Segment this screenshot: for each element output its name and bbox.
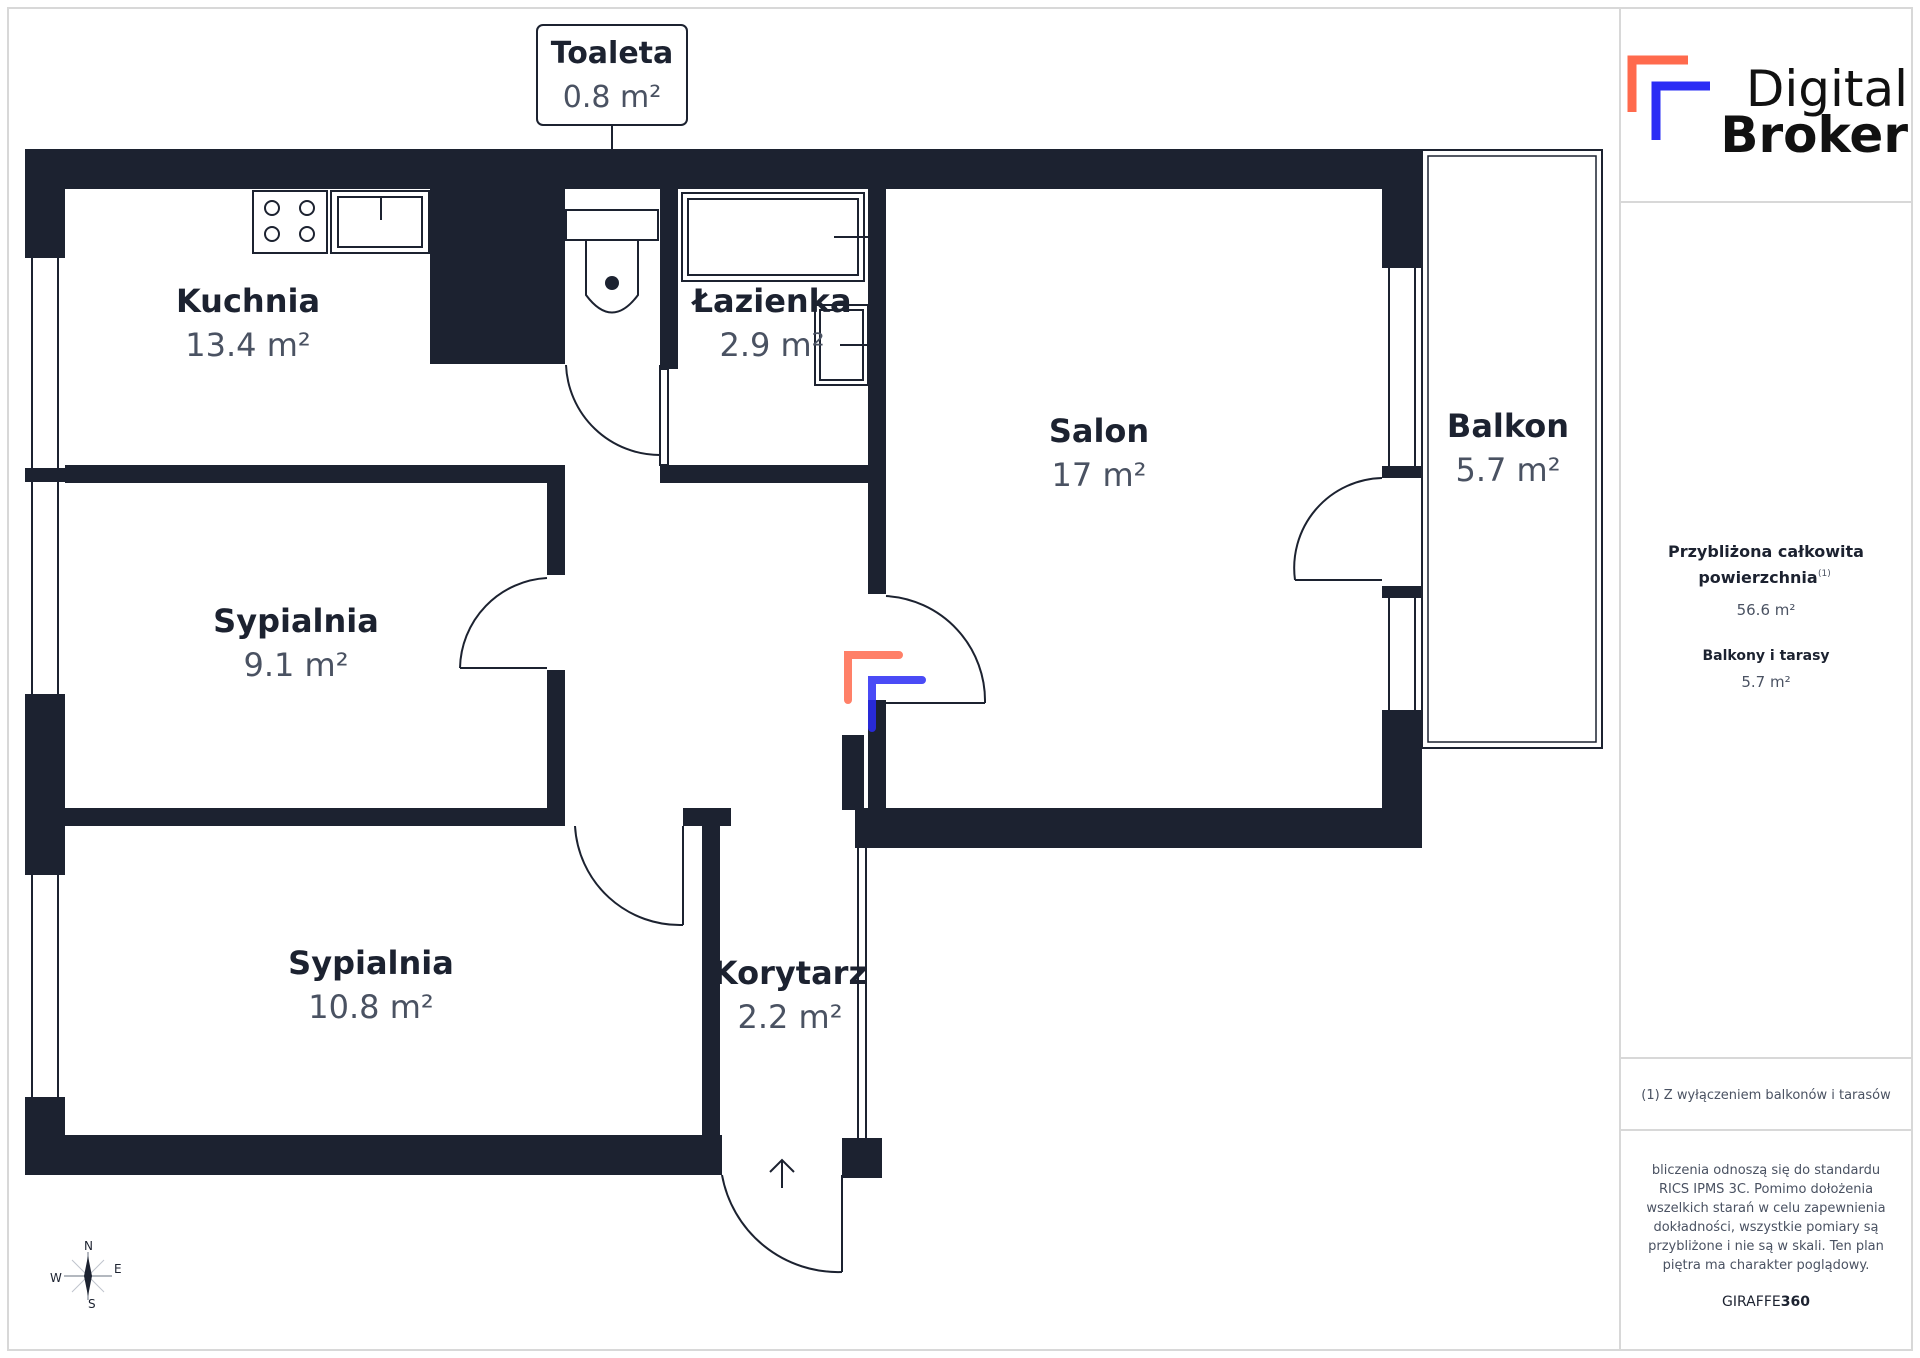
brand-line2: Broker [1720, 106, 1908, 164]
total-footnote-mark: (1) [1818, 569, 1831, 579]
total-label-2: powierzchnia [1698, 568, 1817, 587]
compass-icon: N E S W [50, 1239, 122, 1311]
entrance-arrow-icon [769, 1158, 795, 1188]
credit-prefix: GIRAFFE [1722, 1294, 1781, 1310]
kitchen-name: Kuchnia [176, 282, 320, 320]
compass-n: N [84, 1239, 93, 1253]
toilet-area: 0.8 m² [563, 80, 662, 115]
disclaimer-line: przybliżone i nie są w skali. Ten plan [1648, 1239, 1884, 1254]
toilet-name: Toaleta [551, 36, 674, 71]
compass-e: E [114, 1262, 122, 1276]
kitchen-area: 13.4 m² [185, 326, 310, 364]
total-label-1: Przybliżona całkowita [1668, 542, 1864, 561]
balcony-area: 5.7 m² [1455, 451, 1560, 489]
page-frame [7, 7, 1913, 1351]
bedroom1-area: 9.1 m² [243, 646, 348, 684]
fixtures [252, 190, 869, 386]
corridor-name: Korytarz [713, 954, 867, 992]
doors [459, 364, 1383, 1274]
brand-logo: Digital Broker [1627, 55, 1908, 164]
balcony-door-gap [1382, 478, 1422, 586]
bedroom2-name: Sypialnia [288, 944, 454, 982]
living-area: 17 m² [1052, 456, 1147, 494]
bathroom-name: Łazienka [690, 282, 851, 320]
disclaimer: bliczenia odnoszą się do standardu RICS … [1646, 1163, 1885, 1273]
disclaimer-line: RICS IPMS 3C. Pomimo dołożenia [1659, 1182, 1873, 1197]
disclaimer-line: dokładności, wszystkie pomiary są [1653, 1220, 1878, 1235]
center-logo-icon [844, 651, 926, 732]
disclaimer-line: bliczenia odnoszą się do standardu [1652, 1163, 1880, 1178]
bedroom1-name: Sypialnia [213, 602, 379, 640]
total-value: 56.6 m² [1737, 601, 1796, 619]
corridor-area: 2.2 m² [737, 998, 842, 1036]
toilet-drain-icon [605, 276, 619, 290]
brand-line1: Digital [1746, 60, 1908, 118]
credit: GIRAFFE360 [1722, 1294, 1810, 1310]
bedroom2-area: 10.8 m² [308, 988, 433, 1026]
footnote-text: (1) Z wyłączeniem balkonów i tarasów [1641, 1088, 1891, 1103]
living-name: Salon [1049, 412, 1149, 450]
balcony-value: 5.7 m² [1741, 673, 1790, 691]
bathroom-area: 2.9 m² [719, 326, 824, 364]
balcony-railing [1427, 155, 1597, 743]
credit-suffix: 360 [1781, 1294, 1810, 1310]
disclaimer-line: wszelkich starań w celu zapewnienia [1646, 1201, 1885, 1216]
compass-s: S [88, 1297, 96, 1311]
balcony-name: Balkon [1447, 407, 1569, 445]
compass-w: W [50, 1271, 62, 1285]
balcony-outline [1421, 149, 1603, 749]
disclaimer-line: piętra ma charakter poglądowy. [1663, 1258, 1870, 1273]
toilet-tag: Toaleta 0.8 m² [536, 24, 688, 149]
balcony-label: Balkony i tarasy [1702, 648, 1829, 664]
windows [25, 258, 1422, 1097]
